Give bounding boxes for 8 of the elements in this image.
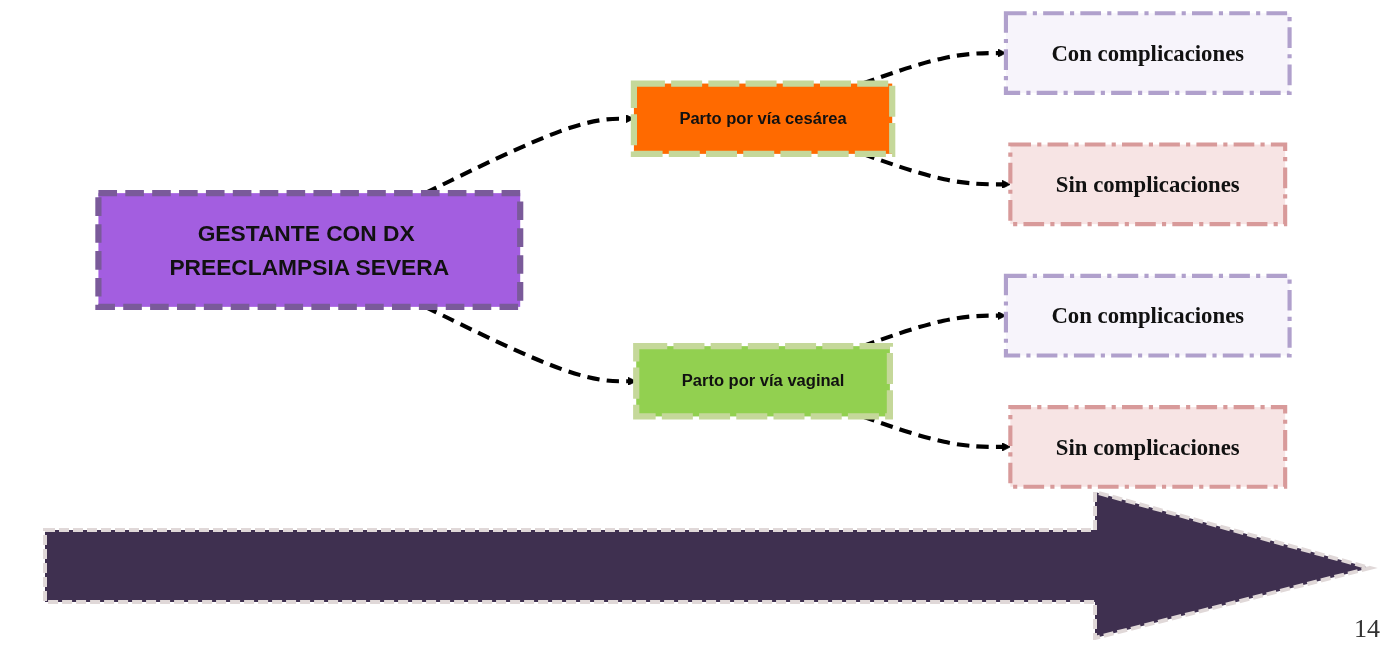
node-box: Con complicaciones: [1003, 11, 1292, 95]
node-box: GESTANTE CON DX PREECLAMPSIA SEVERA: [95, 190, 524, 310]
node-box: Parto por vía cesárea: [630, 80, 896, 157]
page-number: 14: [1354, 614, 1380, 644]
node-box: Parto por vía vaginal: [633, 343, 893, 420]
node-box: Sin complicaciones: [1008, 142, 1288, 227]
node-box: Sin complicaciones: [1008, 405, 1288, 489]
node-box: Con complicaciones: [1003, 273, 1292, 358]
